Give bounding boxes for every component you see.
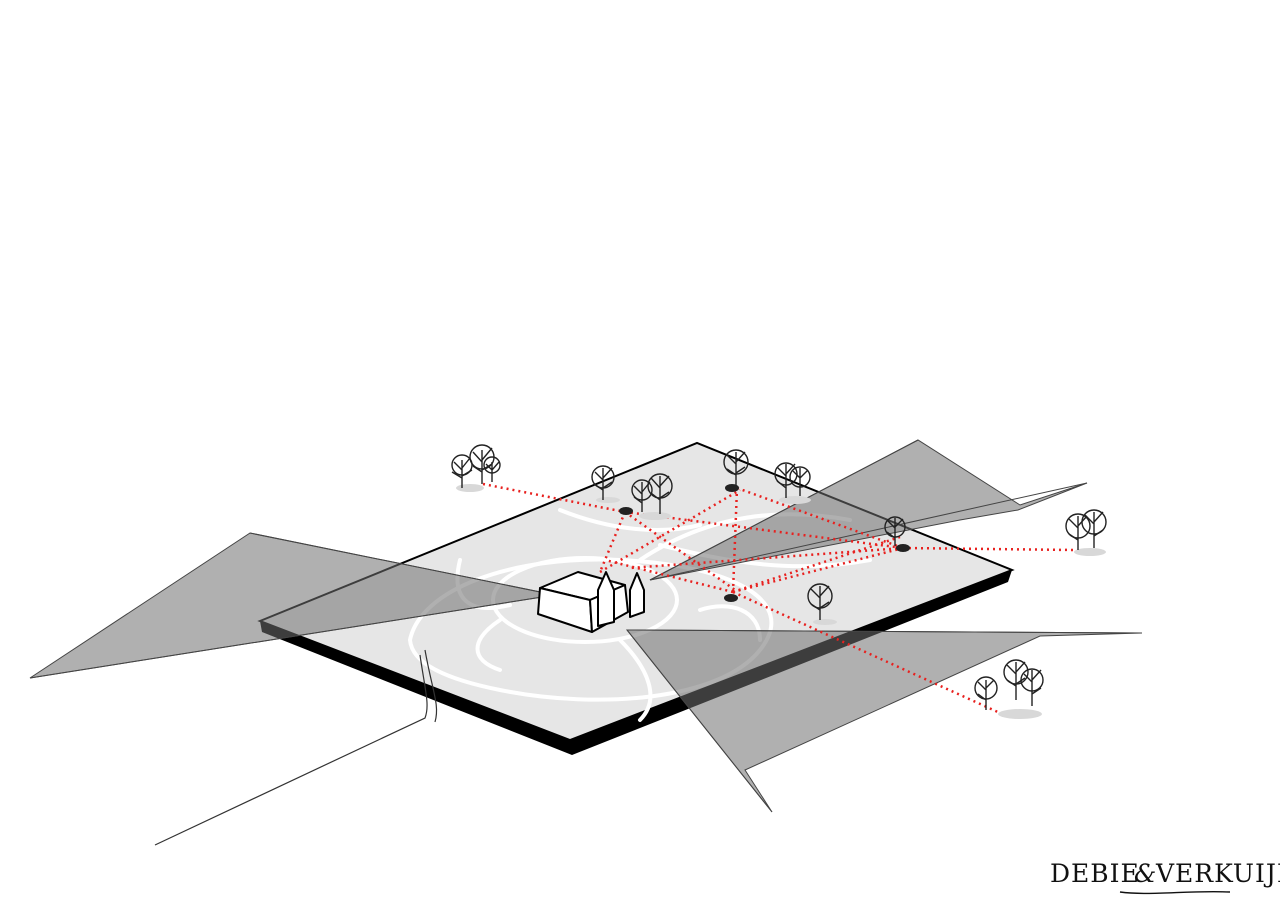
tree — [451, 457, 473, 488]
viewpoints — [619, 484, 910, 602]
sightline — [624, 510, 736, 592]
logo-text-right: VERKUIJL — [1155, 859, 1280, 888]
tree — [633, 481, 651, 512]
tree-northcenter — [591, 465, 620, 503]
tree-crown — [723, 449, 749, 475]
tree-crown — [1003, 659, 1029, 685]
site-slab-edge — [260, 570, 1012, 755]
tree-cluster-northwest — [451, 444, 501, 492]
tree-shadow — [456, 484, 484, 492]
tree — [593, 467, 613, 500]
tree-cluster-center — [631, 473, 673, 520]
tree — [1084, 511, 1104, 548]
view-line-se-top — [626, 629, 1143, 634]
viewpoint-marker — [724, 594, 738, 602]
sightline — [732, 590, 1001, 715]
view-cone-lines — [29, 439, 1143, 813]
viewpoint-marker — [725, 484, 739, 492]
view-line-se-bottom — [626, 629, 773, 813]
tree — [1006, 661, 1026, 700]
tree-cluster-far-east — [1065, 509, 1107, 556]
tree-crown — [884, 516, 906, 538]
viewpoint-marker — [896, 544, 910, 552]
view-line-east-bottom — [649, 482, 1088, 581]
tree-crown — [483, 456, 501, 474]
path-curve-south — [618, 638, 653, 722]
access-road — [154, 649, 438, 846]
trees — [451, 444, 1107, 719]
sightline — [604, 558, 734, 594]
tree-shadow — [1074, 548, 1106, 556]
tree-crown — [631, 479, 653, 501]
tree — [776, 463, 796, 498]
view-line-east-top — [649, 439, 919, 581]
tree-crown — [591, 465, 615, 489]
view-line-west-top — [249, 532, 556, 596]
path-curve-southwest — [475, 618, 502, 672]
tree-crown — [1081, 509, 1107, 535]
sightlines — [482, 482, 1076, 715]
logo-text-left: DEBIE — [1050, 859, 1140, 888]
tree-shadow — [596, 497, 620, 503]
tree — [650, 475, 670, 514]
view-cone-southeast — [625, 629, 1143, 813]
tree — [886, 518, 904, 546]
tree-cluster-northeast — [774, 462, 811, 504]
tree-crown — [1065, 513, 1091, 539]
road-edge-right — [424, 649, 438, 723]
tree-crown — [647, 473, 673, 499]
logo-ampersand: & — [1134, 859, 1157, 888]
tree-southeast — [807, 583, 837, 625]
tree-shadow — [998, 709, 1042, 719]
tree-crown — [807, 583, 833, 609]
tree-crown — [774, 462, 798, 486]
tree-crown — [1020, 668, 1044, 692]
tree-crown — [974, 676, 998, 700]
path-curve-east-2 — [658, 543, 872, 569]
building-tower-2 — [629, 572, 645, 618]
tree-crown — [789, 466, 811, 488]
tree-crown — [451, 454, 473, 476]
tree — [977, 679, 995, 710]
tree-north — [723, 449, 749, 486]
tree — [810, 585, 830, 620]
building-tower-1 — [597, 571, 615, 627]
road-edge-left — [154, 654, 428, 846]
sightline — [598, 511, 627, 573]
central-building — [537, 571, 645, 633]
tree-shadow — [639, 512, 671, 520]
sightline — [482, 482, 626, 514]
brand-logo: DEBIE & VERKUIJL — [1050, 859, 1280, 895]
tree — [726, 451, 746, 486]
tree — [1068, 515, 1088, 550]
logo-swash — [1119, 890, 1231, 895]
tree-shadow — [779, 496, 811, 504]
viewpoint-marker — [619, 507, 633, 515]
tree — [1023, 669, 1042, 706]
tree — [472, 447, 493, 484]
sightline — [629, 546, 904, 570]
tree-shadow — [813, 619, 837, 625]
path-curve-north — [558, 508, 702, 532]
tree-east — [884, 516, 906, 546]
tree — [792, 468, 809, 496]
tree — [485, 461, 500, 482]
view-line-west-bottom — [29, 594, 556, 679]
tree-cluster-far-southeast — [974, 659, 1044, 719]
